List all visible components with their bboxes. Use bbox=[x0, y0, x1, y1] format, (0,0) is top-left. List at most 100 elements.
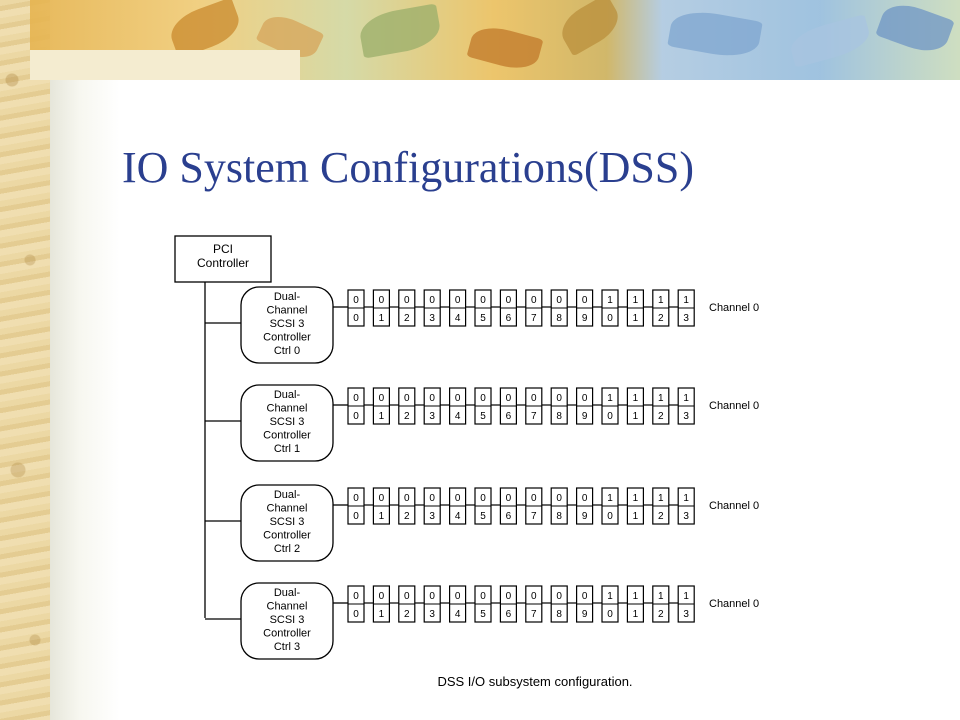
disk-id-ones: 0 bbox=[353, 411, 359, 422]
disk-id-ones: 6 bbox=[506, 511, 512, 522]
diagram-caption: DSS I/O subsystem configuration. bbox=[437, 674, 632, 689]
disk-id-ones: 0 bbox=[353, 511, 359, 522]
disk-id-tens: 1 bbox=[633, 493, 639, 504]
disk-id-tens: 1 bbox=[607, 295, 613, 306]
disk-id-tens: 0 bbox=[556, 295, 562, 306]
disk-id-ones: 7 bbox=[531, 411, 537, 422]
scsi-controller-box bbox=[240, 384, 334, 462]
disk-id-ones: 2 bbox=[404, 609, 410, 620]
disk-id-tens: 0 bbox=[531, 591, 537, 602]
controller-label-line: Ctrl 0 bbox=[274, 345, 300, 357]
disk-id-tens: 0 bbox=[556, 493, 562, 504]
controller-label-line: Channel bbox=[267, 305, 308, 317]
disk-id-ones: 2 bbox=[658, 411, 664, 422]
disk-id-ones: 3 bbox=[683, 411, 689, 422]
disk-id-tens: 1 bbox=[658, 591, 664, 602]
disk-id-tens: 0 bbox=[429, 493, 435, 504]
disk-id-ones: 1 bbox=[379, 609, 385, 620]
controller-label-line: Ctrl 3 bbox=[274, 641, 300, 653]
controller-label-line: Channel bbox=[267, 403, 308, 415]
scsi-controller-box bbox=[240, 484, 334, 562]
disk-id-ones: 4 bbox=[455, 609, 461, 620]
disk-id-tens: 0 bbox=[582, 591, 588, 602]
controller-label-line: Dual- bbox=[274, 587, 301, 599]
controller-label-line: Dual- bbox=[274, 291, 301, 303]
slide-title: IO System Configurations(DSS) bbox=[122, 143, 694, 192]
disk-id-tens: 0 bbox=[353, 295, 359, 306]
disk-id-tens: 0 bbox=[379, 493, 385, 504]
disk-id-tens: 0 bbox=[429, 393, 435, 404]
disk-id-ones: 5 bbox=[480, 313, 486, 324]
disk-id-tens: 0 bbox=[429, 295, 435, 306]
disk-id-ones: 4 bbox=[455, 313, 461, 324]
disk-id-tens: 0 bbox=[455, 393, 461, 404]
disk-id-ones: 0 bbox=[353, 609, 359, 620]
controller-label-line: Channel bbox=[267, 503, 308, 515]
disk-id-ones: 6 bbox=[506, 411, 512, 422]
channel-label: Channel 0 bbox=[709, 598, 759, 610]
banner-notch bbox=[30, 50, 300, 80]
disk-id-tens: 0 bbox=[379, 591, 385, 602]
controller-label-line: Controller bbox=[263, 332, 311, 344]
disk-id-tens: 1 bbox=[633, 393, 639, 404]
disk-id-tens: 0 bbox=[506, 493, 512, 504]
controller-label-line: Dual- bbox=[274, 389, 301, 401]
disk-id-tens: 0 bbox=[506, 295, 512, 306]
disk-id-ones: 3 bbox=[683, 609, 689, 620]
disk-id-ones: 9 bbox=[582, 511, 588, 522]
disk-id-ones: 3 bbox=[683, 511, 689, 522]
disk-id-ones: 7 bbox=[531, 511, 537, 522]
disk-id-tens: 1 bbox=[633, 591, 639, 602]
disk-id-tens: 1 bbox=[607, 591, 613, 602]
disk-id-tens: 0 bbox=[379, 393, 385, 404]
controller-label-line: Controller bbox=[263, 430, 311, 442]
disk-id-ones: 5 bbox=[480, 609, 486, 620]
disk-id-tens: 0 bbox=[455, 493, 461, 504]
controller-label-line: Ctrl 1 bbox=[274, 443, 300, 455]
disk-id-ones: 4 bbox=[455, 511, 461, 522]
controller-label-line: Channel bbox=[267, 601, 308, 613]
disk-id-tens: 0 bbox=[353, 591, 359, 602]
disk-id-tens: 1 bbox=[658, 493, 664, 504]
disk-id-tens: 0 bbox=[404, 295, 410, 306]
disk-id-ones: 3 bbox=[429, 313, 435, 324]
controller-label-line: Dual- bbox=[274, 489, 301, 501]
disk-id-tens: 0 bbox=[429, 591, 435, 602]
disk-id-tens: 0 bbox=[480, 493, 486, 504]
disk-id-tens: 0 bbox=[506, 591, 512, 602]
disk-id-ones: 0 bbox=[607, 313, 613, 324]
disk-id-ones: 8 bbox=[556, 511, 562, 522]
disk-id-tens: 0 bbox=[455, 295, 461, 306]
controller-label-line: SCSI 3 bbox=[270, 516, 305, 528]
disk-id-ones: 0 bbox=[607, 511, 613, 522]
controller-label-line: SCSI 3 bbox=[270, 416, 305, 428]
controller-label-line: SCSI 3 bbox=[270, 614, 305, 626]
disk-id-tens: 0 bbox=[556, 591, 562, 602]
disk-id-tens: 0 bbox=[404, 591, 410, 602]
disk-id-tens: 1 bbox=[683, 493, 689, 504]
disk-id-ones: 1 bbox=[379, 511, 385, 522]
disk-id-tens: 0 bbox=[379, 295, 385, 306]
disk-id-ones: 1 bbox=[633, 609, 639, 620]
disk-id-tens: 0 bbox=[582, 393, 588, 404]
disk-id-ones: 9 bbox=[582, 411, 588, 422]
disk-id-ones: 9 bbox=[582, 313, 588, 324]
disk-id-ones: 1 bbox=[633, 511, 639, 522]
disk-id-tens: 0 bbox=[582, 493, 588, 504]
pci-controller-label-line2: Controller bbox=[197, 256, 249, 270]
disk-id-ones: 0 bbox=[607, 411, 613, 422]
disk-id-ones: 8 bbox=[556, 609, 562, 620]
disk-id-tens: 0 bbox=[556, 393, 562, 404]
disk-id-ones: 6 bbox=[506, 313, 512, 324]
disk-id-tens: 1 bbox=[658, 393, 664, 404]
disk-id-tens: 0 bbox=[480, 591, 486, 602]
disk-id-ones: 3 bbox=[429, 411, 435, 422]
disk-id-tens: 0 bbox=[531, 393, 537, 404]
channel-label: Channel 0 bbox=[709, 500, 759, 512]
controller-label-line: Controller bbox=[263, 530, 311, 542]
disk-id-ones: 0 bbox=[607, 609, 613, 620]
scsi-controller-box bbox=[240, 582, 334, 660]
